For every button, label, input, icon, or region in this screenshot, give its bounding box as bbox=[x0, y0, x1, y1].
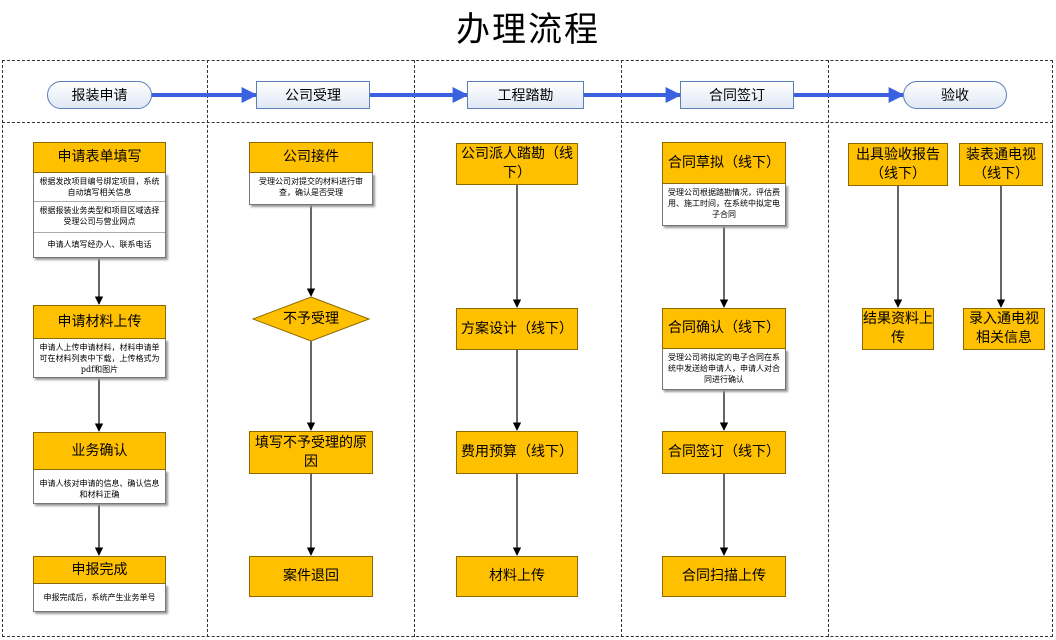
stage-apply: 报装申请 bbox=[47, 81, 152, 109]
lane-divider bbox=[414, 60, 415, 637]
contract-scan-box: 合同扫描上传 bbox=[662, 556, 786, 597]
material-upload-box: 材料上传 bbox=[456, 556, 578, 597]
apply-form-desc: 根据发改项目编号绑定项目，系统自动填写相关信息 根据报装业务类型和项目区域选择受… bbox=[33, 173, 166, 258]
desc-line: 受理公司将拟定的电子合同在系统中发送给申请人，申请人对合同进行确认 bbox=[668, 353, 780, 384]
company-receive-desc: 受理公司对提交的材料进行审查，确认是否受理 bbox=[249, 173, 373, 205]
business-confirm-desc: 申请人核对申请的信息、确认信息和材料正确 bbox=[33, 470, 166, 504]
apply-form-box: 申请表单填写 bbox=[33, 142, 166, 173]
apply-complete-box: 申报完成 bbox=[33, 556, 166, 584]
desc-line: 受理公司根据踏勘情况，评估费用、施工时间，在系统中拟定电子合同 bbox=[668, 188, 780, 219]
budget-box: 费用预算（线下） bbox=[456, 431, 578, 474]
header-divider bbox=[2, 122, 1053, 123]
stage-acceptance: 验收 bbox=[903, 81, 1007, 109]
contract-confirm-box: 合同确认（线下） bbox=[662, 308, 786, 349]
acceptance-report-box: 出具验收报告（线下） bbox=[848, 143, 948, 186]
desc-line: 申请人核对申请的信息、确认信息和材料正确 bbox=[39, 479, 160, 499]
page-title: 办理流程 bbox=[456, 10, 600, 50]
desc-line: 申请人上传申请材料，材料申请单可在材料列表中下载，上传格式为pdf和图片 bbox=[39, 343, 160, 374]
contract-confirm-desc: 受理公司将拟定的电子合同在系统中发送给申请人，申请人对合同进行确认 bbox=[662, 349, 786, 390]
business-confirm-box: 业务确认 bbox=[33, 432, 166, 470]
case-return-box: 案件退回 bbox=[249, 556, 373, 597]
lane-divider bbox=[621, 60, 622, 637]
desc-line: 受理公司对提交的材料进行审查，确认是否受理 bbox=[259, 177, 363, 197]
upload-materials-desc: 申请人上传申请材料，材料申请单可在材料列表中下载，上传格式为pdf和图片 bbox=[33, 339, 166, 378]
apply-complete-desc: 申报完成后，系统产生业务单号 bbox=[33, 584, 166, 612]
stage-survey: 工程踏勘 bbox=[467, 81, 584, 109]
contract-sign-box: 合同签订（线下） bbox=[662, 431, 786, 474]
desc-line: 申请人填写经办人、联系电话 bbox=[34, 232, 165, 253]
reject-reason-box: 填写不予受理的原因 bbox=[249, 431, 373, 474]
contract-draft-desc: 受理公司根据踏勘情况，评估费用、施工时间，在系统中拟定电子合同 bbox=[662, 184, 786, 226]
company-receive-box: 公司接件 bbox=[249, 142, 373, 173]
stage-contract: 合同签订 bbox=[680, 81, 794, 109]
decision-label: 不予受理 bbox=[283, 310, 339, 327]
record-info-box: 录入通电视相关信息 bbox=[963, 308, 1045, 350]
desc-line: 根据发改项目编号绑定项目，系统自动填写相关信息 bbox=[39, 177, 160, 197]
meter-install-box: 装表通电视（线下） bbox=[959, 143, 1043, 186]
lane-divider bbox=[828, 60, 829, 637]
desc-line: 根据报装业务类型和项目区域选择受理公司与营业网点 bbox=[34, 201, 165, 232]
design-box: 方案设计（线下） bbox=[456, 308, 578, 350]
survey-box: 公司派人踏勘（线下） bbox=[456, 143, 578, 185]
stage-accept: 公司受理 bbox=[256, 81, 370, 109]
decision-diamond bbox=[251, 296, 371, 342]
desc-line: 申报完成后，系统产生业务单号 bbox=[43, 593, 156, 602]
result-upload-box: 结果资料上传 bbox=[862, 308, 934, 350]
lane-divider bbox=[207, 60, 208, 637]
contract-draft-box: 合同草拟（线下） bbox=[662, 142, 786, 184]
swimlane-frame bbox=[2, 60, 1053, 637]
upload-materials-box: 申请材料上传 bbox=[33, 305, 166, 339]
